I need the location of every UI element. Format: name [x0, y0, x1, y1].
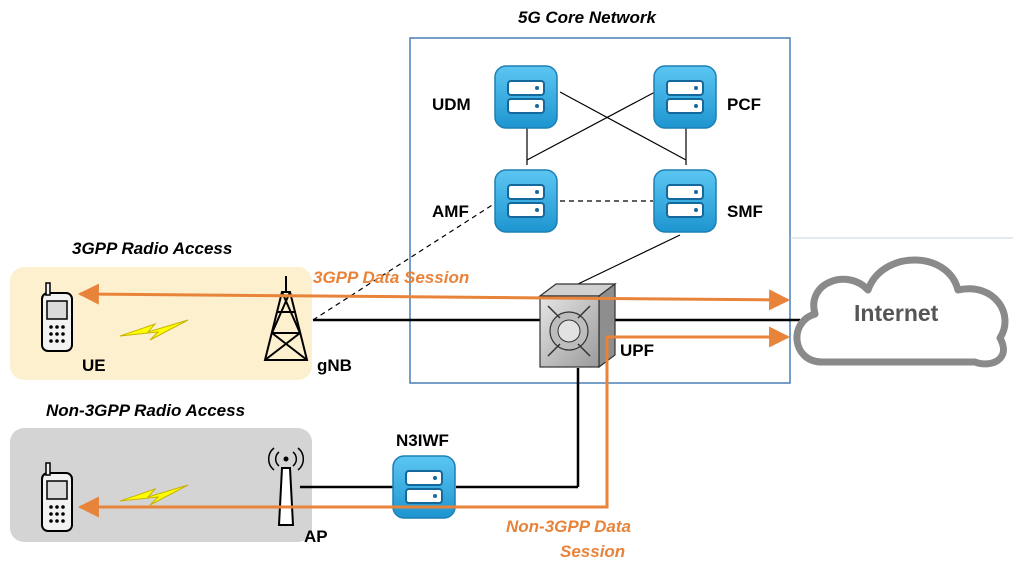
core-network-title: 5G Core Network	[518, 8, 656, 27]
gnb-amf-link	[312, 201, 498, 321]
internet-label: Internet	[854, 300, 939, 326]
gnb-label: gNB	[317, 356, 352, 375]
session-3gpp-label: 3GPP Data Session	[313, 268, 470, 287]
ue-non3gpp-phone-icon	[41, 462, 73, 532]
upf-router-cube-icon	[538, 282, 617, 369]
n3iwf-server-icon	[392, 455, 456, 519]
smf-server-icon	[653, 169, 717, 233]
amf-label: AMF	[432, 202, 469, 221]
amf-pcf-link	[526, 91, 656, 161]
udm-smf-link	[559, 91, 687, 161]
session-3gpp-arrow	[77, 283, 791, 311]
smf-label: SMF	[727, 202, 763, 221]
upf-label: UPF	[620, 341, 654, 360]
n3iwf-label: N3IWF	[396, 431, 449, 450]
ap-label: AP	[304, 527, 328, 546]
session-non3gpp-label-line2: Session	[560, 542, 626, 561]
ue-3gpp-phone-icon	[41, 282, 73, 352]
pcf-server-icon	[653, 65, 717, 129]
region-non3gpp-title: Non-3GPP Radio Access	[46, 401, 246, 420]
region-3gpp-title: 3GPP Radio Access	[72, 239, 233, 258]
smf-upf-link	[577, 234, 681, 285]
udm-label: UDM	[432, 95, 471, 114]
session-non3gpp-arrow	[77, 326, 791, 518]
udm-server-icon	[494, 65, 558, 129]
amf-server-icon	[494, 169, 558, 233]
session-non3gpp-label-line1: Non-3GPP Data	[506, 517, 632, 536]
internet-cloud-icon	[793, 256, 1009, 368]
pcf-label: PCF	[727, 95, 761, 114]
ue-label: UE	[82, 356, 106, 375]
